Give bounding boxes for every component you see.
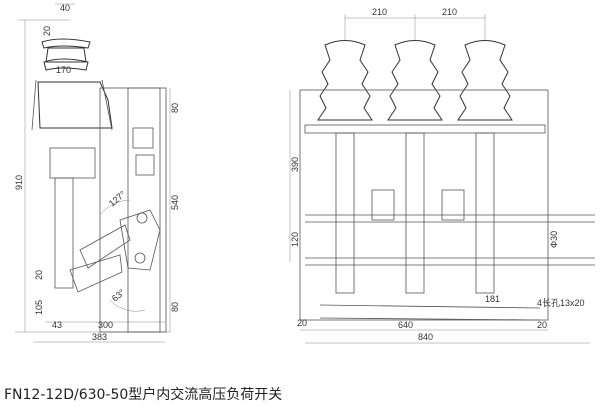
dim-20-small: 20 [34,270,44,280]
dim-20-top: 20 [42,26,52,36]
dim-383: 383 [92,332,107,342]
dim-phi30: Φ30 [549,231,559,248]
dim-170: 170 [56,65,71,75]
angle-63: 63° [110,287,127,304]
dim-80-upper: 80 [170,103,180,113]
dim-210-right: 210 [442,7,457,17]
front-view: 210 210 390 120 Φ30 181 4长孔13x20 20 640 … [289,7,595,344]
dim-43: 43 [52,320,62,330]
dim-80-lower: 80 [170,302,180,312]
dim-910: 910 [14,175,24,190]
dim-181: 181 [485,294,500,304]
drawing-caption: FN12-12D/630-50型户内交流高压负荷开关 [4,387,283,403]
dim-20-right: 20 [537,320,547,330]
dim-40: 40 [60,3,70,13]
dim-300: 300 [98,320,113,330]
dim-390: 390 [290,157,300,172]
dim-210-left: 210 [372,7,387,17]
dim-840: 840 [418,332,433,342]
side-view: 40 20 170 80 910 540 127° 20 105 63° 80 … [14,3,180,343]
angle-127: 127° [107,189,128,209]
dim-20-left: 20 [297,318,307,328]
holes-note: 4长孔13x20 [537,297,585,308]
side-insulator [41,38,91,71]
dim-120: 120 [290,232,300,247]
dim-105: 105 [34,300,44,315]
dim-540: 540 [170,195,180,210]
dim-640: 640 [398,320,413,330]
front-insulators [317,40,513,121]
